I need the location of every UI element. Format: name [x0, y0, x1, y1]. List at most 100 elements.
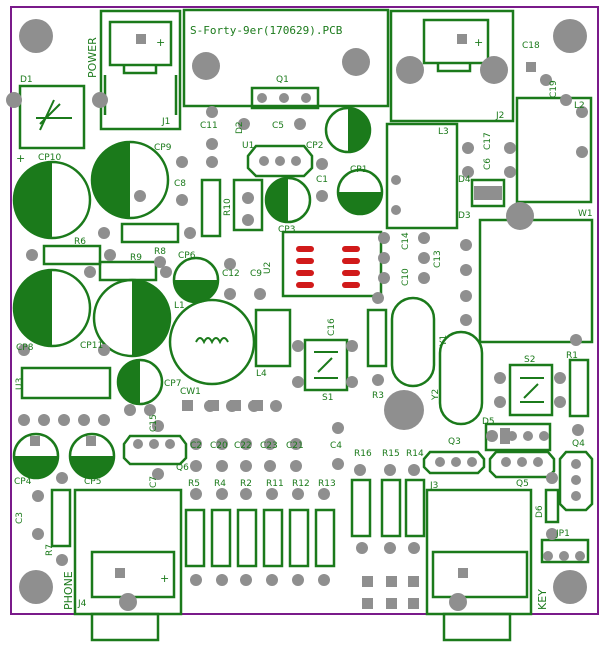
- c1-label: C1: [316, 175, 328, 185]
- u3-label: U3: [15, 378, 25, 390]
- d6-outline: [544, 488, 560, 524]
- c20-label: C20: [210, 441, 228, 451]
- c18-label: C18: [522, 41, 540, 51]
- c10-label: C10: [401, 268, 411, 286]
- c6-label: C6: [483, 158, 493, 170]
- r1-label: R1: [566, 351, 578, 361]
- r16-outline: [350, 478, 372, 538]
- c16-label: C16: [327, 318, 337, 336]
- r5-label: R5: [188, 479, 200, 489]
- cp5-label: CP5: [84, 477, 101, 487]
- cp7-label: CP7: [164, 379, 181, 389]
- j2-socket: [422, 18, 490, 65]
- r11-label: R11: [266, 479, 284, 489]
- l1-outline: [168, 298, 256, 386]
- cp10-label: CP10: [38, 153, 61, 163]
- d4-outline: [470, 178, 506, 208]
- y1-outline: [390, 296, 436, 388]
- r10-label: R10: [223, 198, 233, 216]
- j4-label: J4: [77, 599, 87, 609]
- q3-label: Q3: [448, 437, 461, 447]
- r5-outline: [184, 508, 206, 568]
- l1-label: L1: [174, 301, 185, 311]
- s2-outline: [508, 363, 554, 417]
- j3-tab: [442, 612, 512, 642]
- y1-label: Y1: [439, 335, 449, 347]
- j1-plus: +: [156, 36, 165, 49]
- d1-outline: [18, 84, 86, 150]
- j1-socket: [108, 20, 173, 67]
- c19-label: C19: [549, 80, 559, 98]
- d2-label: D2: [235, 121, 245, 134]
- r7-label: R7: [45, 544, 55, 556]
- q3-outline: [422, 450, 486, 475]
- q1-label: Q1: [276, 75, 289, 85]
- r9-label: R9: [130, 253, 142, 263]
- y2-label: Y2: [431, 389, 441, 401]
- c3-label: C3: [15, 512, 25, 524]
- r9-outline: [98, 260, 158, 282]
- l3-outline: [385, 122, 459, 230]
- s2-label: S2: [524, 355, 535, 365]
- l4-label: L4: [256, 369, 267, 379]
- cp8-label: CP8: [16, 343, 34, 353]
- q1-outline: [250, 86, 320, 110]
- q4-outline: [558, 450, 594, 512]
- c11-label: C11: [200, 121, 218, 131]
- d5-outline: [484, 422, 552, 452]
- cp6-label: CP6: [178, 251, 196, 261]
- r6-outline: [42, 244, 102, 266]
- power-label: POWER: [86, 37, 99, 78]
- u2-outline: [281, 230, 383, 298]
- c5-label: C5: [272, 121, 284, 131]
- s1-outline: [303, 338, 349, 392]
- l4-outline: [254, 308, 292, 368]
- j3-socket: [431, 550, 529, 599]
- cp11-label: CP11: [80, 341, 103, 351]
- u1-label: U1: [242, 141, 254, 151]
- board-title: S-Forty-9er(170629).PCB: [190, 24, 343, 37]
- u1-outline: [246, 144, 314, 178]
- d6-label: D6: [535, 505, 545, 518]
- j4-plus: +: [160, 572, 169, 585]
- r15-label: R15: [382, 449, 400, 459]
- r16-label: R16: [354, 449, 372, 459]
- cp1-label: CP1: [350, 165, 367, 175]
- j1-outline: [99, 9, 182, 131]
- cp9-label: CP9: [154, 143, 172, 153]
- r12-outline: [288, 508, 310, 568]
- c22-label: C22: [234, 441, 252, 451]
- r2-outline: [236, 508, 258, 568]
- title-box: [182, 8, 390, 108]
- d4-label: D4: [458, 175, 471, 185]
- r8-outline: [120, 222, 180, 244]
- cp4-label: CP4: [14, 477, 32, 487]
- c21-label: C21: [286, 441, 304, 451]
- key-label: KEY: [536, 589, 549, 610]
- board-outline: [10, 6, 599, 615]
- c9-label: C9: [250, 269, 262, 279]
- c8-label: C8: [174, 179, 186, 189]
- q6-outline: [122, 434, 188, 466]
- q2-outline: [232, 178, 264, 232]
- c14-label: C14: [401, 232, 411, 250]
- d1-plus: +: [16, 152, 25, 165]
- jp1-label: JP1: [555, 529, 570, 539]
- c17-label: C17: [483, 132, 493, 150]
- j4-tab: [90, 612, 160, 642]
- c12-label: C12: [222, 269, 240, 279]
- j3-label: J3: [429, 481, 438, 491]
- d5-label: D5: [482, 417, 495, 427]
- j1-label: J1: [161, 117, 170, 127]
- c7-label: C7: [149, 476, 159, 488]
- r4-label: R4: [214, 479, 226, 489]
- c13-label: C13: [433, 250, 443, 268]
- r4-outline: [210, 508, 232, 568]
- cw1-label: CW1: [180, 387, 201, 397]
- r3-outline: [366, 308, 388, 368]
- d1-label: D1: [20, 75, 33, 85]
- c4-label: C4: [330, 441, 342, 451]
- j2-label: J2: [495, 111, 504, 121]
- q4-label: Q4: [572, 439, 585, 449]
